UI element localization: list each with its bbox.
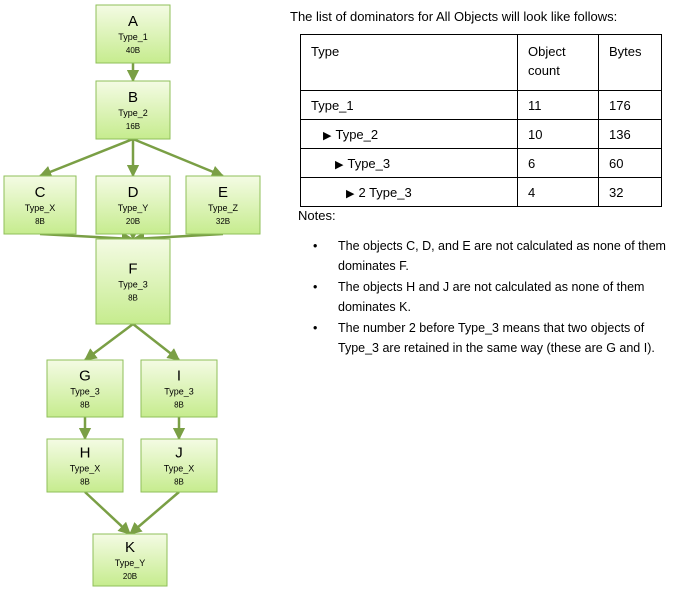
header-type: Type bbox=[300, 34, 518, 91]
node-a: A Type_1 40B bbox=[95, 4, 171, 64]
node-size: 8B bbox=[80, 478, 90, 487]
node-title: I bbox=[177, 368, 181, 385]
bullet-icon: • bbox=[313, 280, 318, 294]
row-count: 10 bbox=[517, 119, 599, 149]
row-type: ▶Type_3 bbox=[300, 148, 518, 178]
table-row: ▶Type_2 10 136 bbox=[300, 119, 662, 149]
node-size: 40B bbox=[126, 46, 140, 55]
note-item: •The objects C, D, and E are not calcula… bbox=[300, 236, 680, 276]
node-box bbox=[46, 438, 124, 493]
node-size: 32B bbox=[216, 217, 230, 226]
table-row: Type_1 11 176 bbox=[300, 90, 662, 120]
node-size: 16B bbox=[126, 122, 140, 131]
table-row: ▶2 Type_3 4 32 bbox=[300, 177, 662, 207]
expand-arrow-icon: ▶ bbox=[335, 158, 344, 171]
edge-f-i bbox=[132, 323, 180, 361]
node-k: K Type_Y 20B bbox=[92, 533, 168, 587]
intro-text: The list of dominators for All Objects w… bbox=[290, 9, 618, 24]
row-type: Type_1 bbox=[300, 90, 518, 120]
node-box bbox=[92, 533, 168, 587]
node-box bbox=[140, 359, 218, 418]
note-item: •The number 2 before Type_3 means that t… bbox=[300, 318, 680, 358]
node-title: J bbox=[175, 445, 183, 462]
row-bytes: 32 bbox=[598, 177, 662, 207]
edge-e-f bbox=[131, 232, 224, 245]
node-title: A bbox=[128, 13, 138, 30]
node-type: Type_Y bbox=[118, 203, 149, 213]
node-box bbox=[95, 80, 171, 140]
node-box bbox=[95, 4, 171, 64]
expand-arrow-icon: ▶ bbox=[323, 129, 332, 142]
node-type: Type_3 bbox=[70, 387, 100, 397]
node-box bbox=[95, 238, 171, 325]
row-type: ▶Type_2 bbox=[300, 119, 518, 149]
node-title: C bbox=[35, 184, 46, 201]
node-title: E bbox=[218, 184, 228, 201]
node-title: D bbox=[128, 184, 139, 201]
node-e: E Type_Z 32B bbox=[185, 175, 261, 235]
node-f: F Type_3 8B bbox=[95, 238, 171, 325]
node-type: Type_X bbox=[164, 464, 195, 474]
node-type: Type_X bbox=[70, 464, 101, 474]
node-j: J Type_X 8B bbox=[140, 438, 218, 493]
node-type: Type_Y bbox=[115, 558, 146, 568]
node-title: K bbox=[125, 539, 135, 556]
node-d: D Type_Y 20B bbox=[95, 175, 171, 235]
edge-c-f bbox=[39, 232, 135, 245]
header-bytes: Bytes bbox=[598, 34, 662, 91]
notes-list: •The objects C, D, and E are not calcula… bbox=[300, 236, 680, 359]
node-box bbox=[46, 359, 124, 418]
edge-b-c bbox=[38, 137, 134, 178]
node-type: Type_1 bbox=[118, 32, 148, 42]
graph-nodes: A Type_1 40B B Type_2 16B C Type_X 8B D Type_Y 20B E… bbox=[3, 4, 261, 587]
node-title: G bbox=[79, 368, 91, 385]
node-c: C Type_X 8B bbox=[3, 175, 77, 235]
node-title: H bbox=[80, 445, 91, 462]
graph-edges bbox=[38, 63, 225, 535]
edge-j-k bbox=[129, 491, 180, 535]
node-type: Type_3 bbox=[164, 387, 194, 397]
table-row: ▶Type_3 6 60 bbox=[300, 148, 662, 178]
row-bytes: 176 bbox=[598, 90, 662, 120]
notes-title: Notes: bbox=[298, 208, 336, 223]
bullet-icon: • bbox=[313, 239, 318, 253]
dominator-graph: A Type_1 40B B Type_2 16B C Type_X 8B D Type_Y 20B E… bbox=[3, 4, 261, 587]
node-type: Type_Z bbox=[208, 203, 239, 213]
row-count: 4 bbox=[517, 177, 599, 207]
node-size: 8B bbox=[80, 401, 90, 410]
node-g: G Type_3 8B bbox=[46, 359, 124, 418]
node-box bbox=[95, 175, 171, 235]
node-size: 8B bbox=[174, 401, 184, 410]
node-size: 20B bbox=[123, 572, 137, 581]
node-size: 8B bbox=[174, 478, 184, 487]
note-item: •The objects H and J are not calculated … bbox=[300, 277, 680, 317]
row-type: ▶2 Type_3 bbox=[300, 177, 518, 207]
node-i: I Type_3 8B bbox=[140, 359, 218, 418]
edge-b-e bbox=[132, 137, 225, 178]
node-type: Type_X bbox=[25, 203, 56, 213]
node-type: Type_3 bbox=[118, 280, 148, 290]
row-count: 11 bbox=[517, 90, 599, 120]
edge-h-k bbox=[84, 491, 131, 535]
node-title: F bbox=[128, 261, 137, 278]
node-box bbox=[185, 175, 261, 235]
node-size: 8B bbox=[128, 294, 138, 303]
row-bytes: 60 bbox=[598, 148, 662, 178]
row-count: 6 bbox=[517, 148, 599, 178]
node-b: B Type_2 16B bbox=[95, 80, 171, 140]
expand-arrow-icon: ▶ bbox=[346, 187, 355, 200]
node-title: B bbox=[128, 89, 138, 106]
node-size: 8B bbox=[35, 217, 45, 226]
node-size: 20B bbox=[126, 217, 140, 226]
row-bytes: 136 bbox=[598, 119, 662, 149]
node-h: H Type_X 8B bbox=[46, 438, 124, 493]
node-type: Type_2 bbox=[118, 108, 148, 118]
node-box bbox=[3, 175, 77, 235]
bullet-icon: • bbox=[313, 321, 318, 335]
edge-f-g bbox=[84, 323, 134, 361]
node-box bbox=[140, 438, 218, 493]
